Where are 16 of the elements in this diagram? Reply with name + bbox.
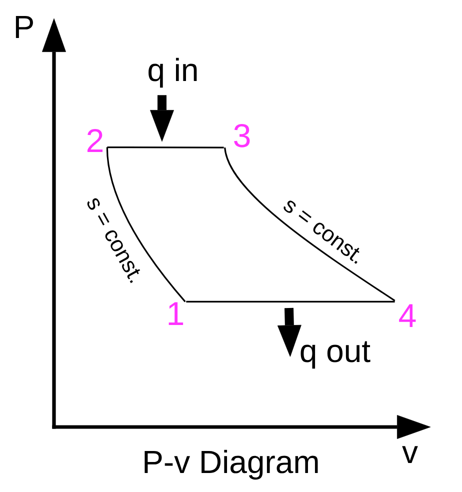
state-number: 3: [234, 124, 250, 148]
edge-label: s = const.: [84, 194, 146, 286]
process-curve: [106, 147, 186, 302]
state-number: 2: [87, 128, 102, 152]
block-arrow: [277, 308, 302, 357]
axis-label: P: [16, 16, 33, 38]
process-line: [186, 300, 395, 302]
caption: P-v Diagram: [144, 450, 318, 480]
heat-label: q in: [148, 58, 197, 88]
heat-label: q out: [300, 341, 370, 369]
process-curve: [224, 147, 396, 302]
state-number: 1: [168, 302, 184, 325]
state-number: 4: [399, 304, 416, 327]
block-arrow: [150, 95, 174, 142]
axis-label: v: [402, 446, 418, 463]
process-line: [107, 146, 224, 148]
